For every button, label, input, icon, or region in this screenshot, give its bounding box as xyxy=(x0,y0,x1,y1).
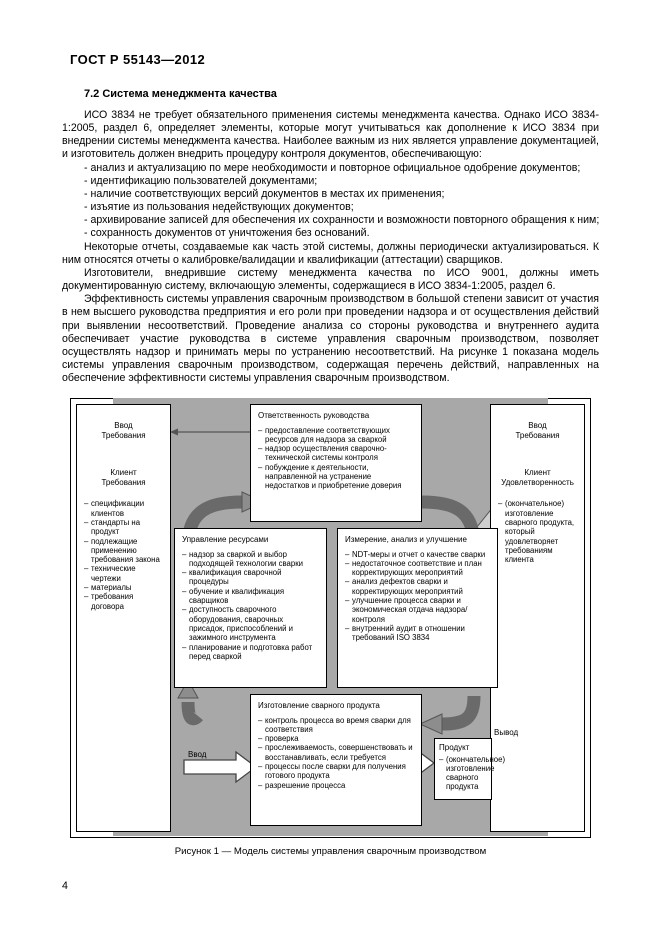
list-item: подлежащие применению требования закона xyxy=(84,537,165,565)
document-requirements-list: - анализ и актуализацию по мере необходи… xyxy=(62,162,599,241)
list-item: - анализ и актуализацию по мере необходи… xyxy=(84,161,581,174)
list-item: предоставление соответствующих ресурсов … xyxy=(258,426,415,445)
list-item: надзор осуществления сварочно-техническо… xyxy=(258,444,415,463)
box-resources-list: надзор за сваркой и выбор подходящей тех… xyxy=(182,550,320,662)
arrow-label-input: Ввод xyxy=(188,750,207,759)
list-item: технические чертежи xyxy=(84,564,165,583)
list-item: внутренний аудит в отношении требований … xyxy=(345,624,491,643)
left-column-list: спецификации клиентов стандарты на проду… xyxy=(77,499,170,611)
list-item: надзор за сваркой и выбор подходящей тех… xyxy=(182,550,320,569)
list-item: NDT-меры и отчет о качестве сварки xyxy=(345,550,491,560)
box-title: Управление ресурсами xyxy=(182,535,269,544)
list-item: - архивирование записей для обеспечения … xyxy=(84,214,600,227)
list-item: процессы после сварки для получения гото… xyxy=(258,762,415,781)
list-item: (окончательное) изготовление сварного пр… xyxy=(498,499,580,564)
list-item: - изъятие из пользования недействующих д… xyxy=(84,201,354,214)
right-column-list: (окончательное) изготовление сварного пр… xyxy=(491,499,584,564)
list-item: спецификации клиентов xyxy=(84,499,165,518)
left-input-label-2: Требования xyxy=(101,430,146,440)
figure-1: Ввод Требования Клиент Требования специф… xyxy=(70,398,591,857)
box-title: Изготовление сварного продукта xyxy=(258,701,380,710)
list-item: требования договора xyxy=(84,592,165,611)
left-column-client: Ввод Требования Клиент Требования специф… xyxy=(76,404,171,832)
list-item: побуждение к деятельности, направленной … xyxy=(258,463,415,491)
left-client-label-2: Требования xyxy=(101,477,146,487)
paragraph-3: Изготовители, внедрившие систему менеджм… xyxy=(62,266,599,293)
list-item: прослеживаемость, совершенствовать и вос… xyxy=(258,743,415,762)
box-management-responsibility: Ответственность руководства предоставлен… xyxy=(250,404,422,522)
box-title: Продукт xyxy=(439,743,470,752)
list-item: анализ дефектов сварки и корректирующих … xyxy=(345,577,491,596)
page-number: 4 xyxy=(62,880,68,892)
right-client-label-1: Клиент xyxy=(524,468,551,478)
box-title: Измерение, анализ и улучшение xyxy=(345,535,467,544)
list-item: - идентификацию пользователей документам… xyxy=(84,174,318,187)
list-item: (окончательное) изготовление сварного пр… xyxy=(439,755,505,792)
list-item: квалификация сварочной процедуры xyxy=(182,568,320,587)
box-product-list: (окончательное) изготовление сварного пр… xyxy=(439,755,505,792)
box-weld-production: Изготовление сварного продукта контроль … xyxy=(250,694,422,826)
list-item: разрешение процесса xyxy=(258,781,415,791)
box-top-list: предоставление соответствующих ресурсов … xyxy=(258,426,415,491)
right-input-label-2: Требования xyxy=(515,430,560,440)
section-title: 7.2 Система менеджмента качества xyxy=(84,88,277,100)
box-product: Продукт (окончательное) изготовление сва… xyxy=(434,738,505,800)
document-header: ГОСТ Р 55143—2012 xyxy=(70,52,206,67)
list-item: доступность сварочного оборудования, сва… xyxy=(182,605,320,642)
box-title: Ответственность руководства xyxy=(258,411,370,420)
list-item: - сохранность документов от уничтожения … xyxy=(84,227,370,240)
right-client-label-2: Удовлетворенность xyxy=(501,477,574,487)
left-client-label-1: Клиент xyxy=(110,468,137,478)
arrow-label-output: Вывод xyxy=(494,728,519,737)
list-item: планирование и подготовка работ перед св… xyxy=(182,643,320,662)
box-production-list: контроль процесса во время сварки для со… xyxy=(258,716,415,791)
box-measurement-analysis: Измерение, анализ и улучшение NDT-меры и… xyxy=(337,528,498,688)
document-body: 7.2 Система менеджмента качества ИСО 383… xyxy=(62,88,599,385)
list-item: материалы xyxy=(84,583,165,593)
box-measure-list: NDT-меры и отчет о качестве сварки недос… xyxy=(345,550,491,643)
paragraph-2: Некоторые отчеты, создаваемые как часть … xyxy=(62,240,599,266)
list-item: недостаточное соответствие и план коррек… xyxy=(345,559,491,578)
list-item: - наличие соответствующих версий докумен… xyxy=(84,187,445,200)
left-input-label-1: Ввод xyxy=(114,421,133,430)
paragraph-4: Эффективность системы управления сварочн… xyxy=(62,293,599,385)
paragraph-1: ИСО 3834 не требует обязательного примен… xyxy=(62,109,599,161)
box-resource-management: Управление ресурсами надзор за сваркой и… xyxy=(174,528,327,688)
list-item: стандарты на продукт xyxy=(84,518,165,537)
list-item: проверка xyxy=(258,734,415,744)
figure-caption: Рисунок 1 — Модель системы управления св… xyxy=(174,846,487,857)
list-item: обучение и квалификация сварщиков xyxy=(182,587,320,606)
right-column-client: Ввод Требования Клиент Удовлетворенность… xyxy=(490,404,585,832)
right-input-label-1: Ввод xyxy=(528,421,547,430)
list-item: улучшение процесса сварки и экономическа… xyxy=(345,596,491,624)
list-item: контроль процесса во время сварки для со… xyxy=(258,716,415,735)
